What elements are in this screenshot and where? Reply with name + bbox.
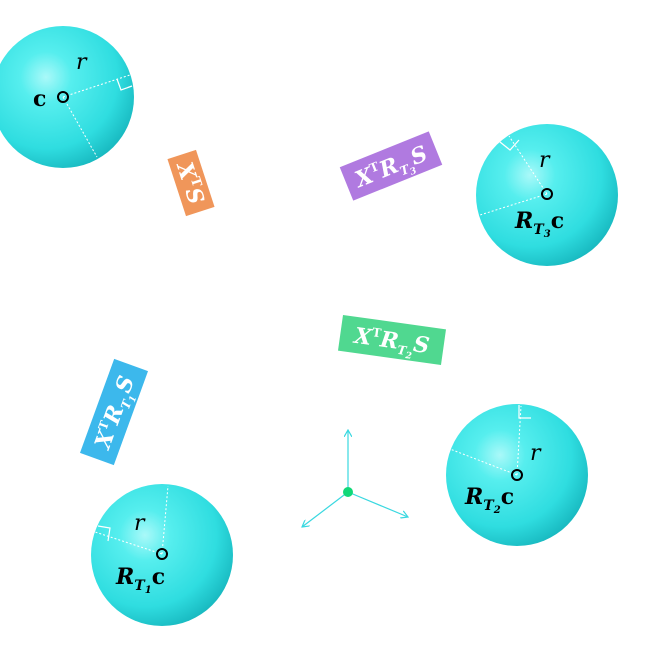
center-point: [156, 548, 168, 560]
axis-right: [347, 491, 408, 517]
sphere-body: [91, 484, 233, 626]
sphere-transformed-1: r RT1c: [91, 484, 233, 626]
right-angle-marker: [518, 405, 531, 419]
coordinate-axes: [302, 430, 408, 527]
radius-label: r: [134, 511, 146, 536]
right-angle-marker: [499, 139, 520, 151]
transform-label-green: XTRT2S: [338, 314, 446, 366]
transform-label-purple: XTRT3S: [339, 131, 443, 201]
right-angle-marker: [116, 78, 133, 91]
sphere-body: [476, 124, 618, 266]
center-point: [541, 188, 553, 200]
radius-label: r: [539, 148, 551, 173]
axis-left: [302, 491, 349, 527]
label-text: XTS: [170, 157, 209, 208]
center-point: [57, 91, 69, 103]
center-label: RT3c: [514, 208, 564, 240]
radius-label: r: [76, 50, 88, 75]
label-box: [339, 131, 443, 201]
sphere-original: r c: [0, 26, 134, 168]
label-box: [167, 149, 215, 217]
label-box: [338, 314, 446, 366]
right-angle-marker: [97, 525, 111, 542]
transform-label-orange: XTS: [167, 149, 215, 217]
radius-line: [508, 135, 548, 195]
sphere-transformed-3: r RT3c: [476, 124, 618, 266]
center-label: RT1c: [115, 564, 165, 596]
radius-label: r: [530, 441, 542, 466]
center-label: RT2c: [464, 484, 514, 516]
sphere-transformed-2: r RT2c: [446, 404, 588, 546]
label-box: [79, 358, 149, 466]
center-point: [511, 469, 523, 481]
center-label: c: [33, 86, 46, 112]
origin-point: [343, 487, 353, 497]
radius-line: [62, 96, 98, 158]
transform-label-blue: XTRT1S: [79, 358, 149, 466]
label-text: XTRT2S: [350, 323, 431, 364]
radius-line: [161, 485, 169, 555]
sphere-body: [0, 26, 134, 168]
